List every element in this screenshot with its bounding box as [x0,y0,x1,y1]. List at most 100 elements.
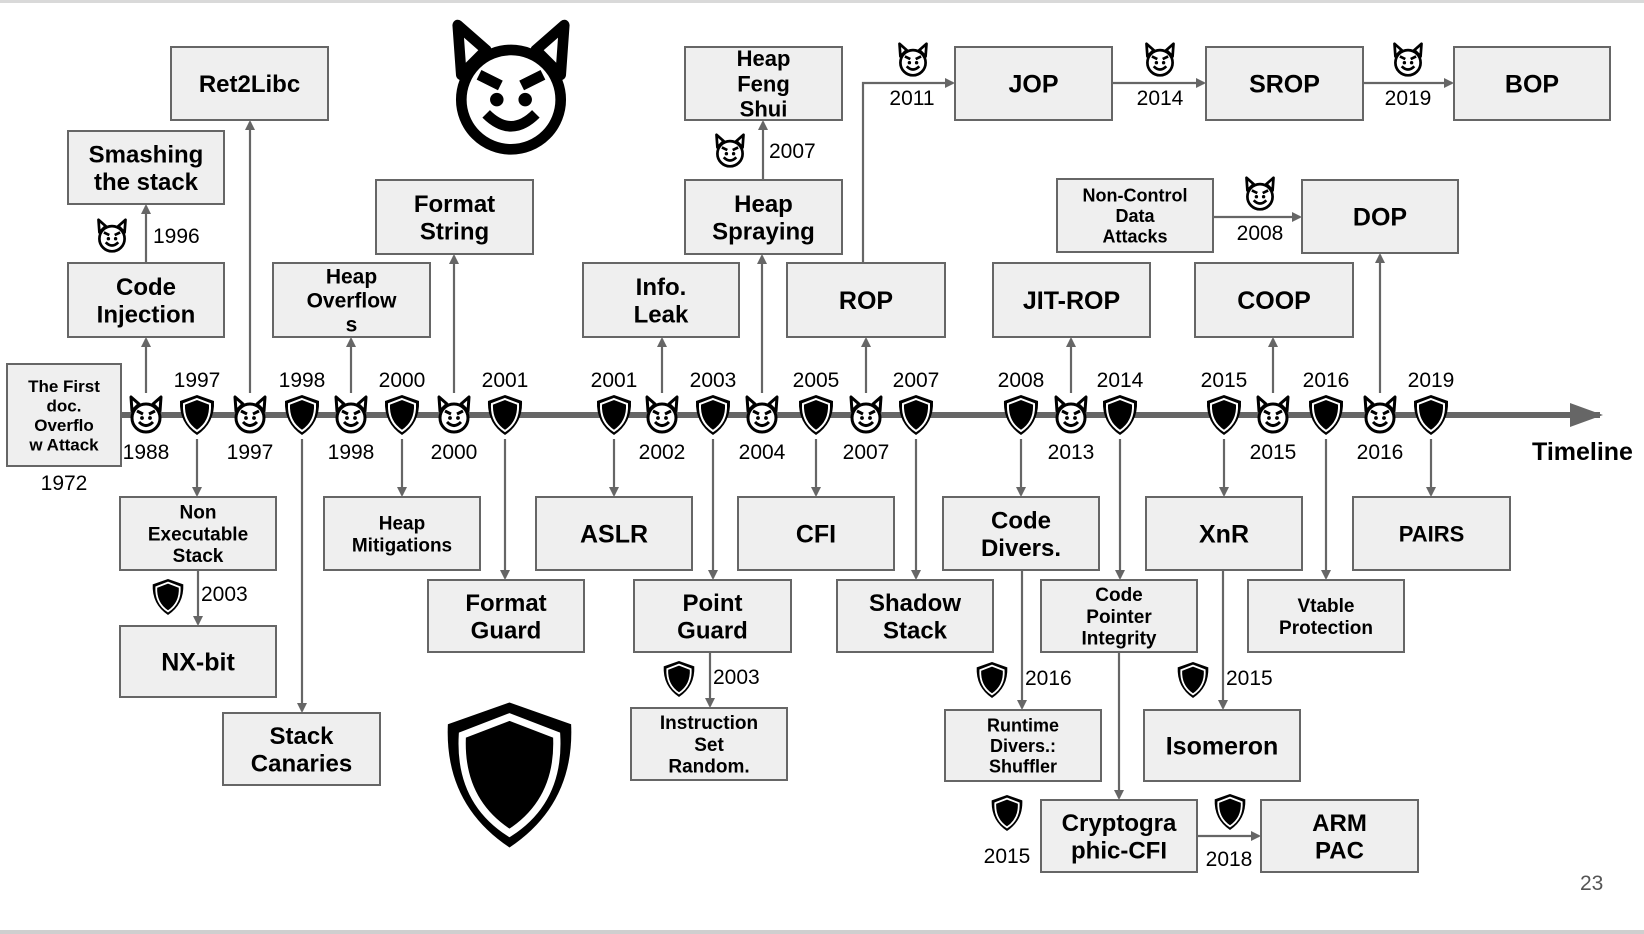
year-label: 2005 [793,369,840,392]
year-label: 2014 [1097,369,1144,392]
shield-icon [797,394,835,436]
devil-face-icon [715,133,745,168]
year-label: 2015 [1250,441,1297,464]
box-frame [1040,799,1198,873]
box-pairs: PAIRS [1352,496,1511,571]
box-label-line: doc. [47,396,82,415]
shield-icon [1412,394,1450,436]
box-label-line: JOP [1008,71,1058,99]
box-label-line: COOP [1237,287,1311,315]
year-label: 2019 [1408,369,1455,392]
box-label-line: Instruction [660,713,758,734]
box-label-line: w Attack [28,435,99,454]
shield-icon [975,661,1009,699]
box-frame [944,709,1102,782]
year-label: 2003 [201,583,248,606]
devil-face-icon [849,395,883,434]
year-label: 2011 [889,87,934,110]
year-label: 1998 [328,441,375,464]
box-frame [375,179,534,255]
box-frame [1453,46,1611,121]
first-doc-year: 1972 [41,472,88,495]
year-label: 2013 [1048,441,1095,464]
year-label: 2008 [998,369,1045,392]
year-label: 2015 [1226,667,1273,690]
devil-face-icon [1393,42,1423,77]
box-label-line: Shuffler [989,757,1057,777]
large-devil-face-icon [458,25,565,149]
shield-icon [1002,394,1040,436]
shield-icon [486,394,524,436]
box-frame [6,363,122,467]
year-label: 2000 [431,441,478,464]
box-label-line: Canaries [251,750,352,777]
box-frame [1143,709,1301,782]
box-frame [1145,496,1303,571]
shield-icon [1176,661,1210,699]
box-label-line: Integrity [1082,629,1157,650]
year-label: 2001 [591,369,638,392]
page-number: 23 [1580,872,1604,895]
box-label-line: the stack [94,169,199,196]
shield-icon [1213,793,1247,831]
box-label-line: Info. [636,274,687,301]
slide-bottom-border [0,930,1644,934]
box-label-line: Code [991,507,1051,534]
box-label-line: NX-bit [161,649,235,677]
year-label: 2007 [893,369,940,392]
box-nx-bit: NX-bit [119,625,277,698]
devil-face-icon [745,395,779,434]
year-label: 2016 [1025,667,1072,690]
shield-icon [283,394,321,436]
box-label-line: Format [465,590,546,617]
devil-face-icon [97,218,127,253]
box-label-line: Attacks [1102,227,1167,247]
timeline-arrowhead [1570,403,1603,427]
box-frame [323,496,481,571]
box-cfi: CFI [737,496,895,571]
year-label: 2003 [690,369,737,392]
devil-face-icon [1245,176,1275,211]
box-label-line: SROP [1249,71,1320,99]
shield-icon [1101,394,1139,436]
devil-face-icon [1363,395,1397,434]
devil-face-icon [898,42,928,77]
box-label-line: Vtable [1297,596,1354,617]
box-dop: DOP [1301,179,1459,254]
box-jop: JOP [954,46,1113,121]
box-frame [684,46,843,121]
year-label: 1988 [123,441,170,464]
box-label-line: Random. [668,757,749,778]
box-frame [836,579,994,653]
box-label-line: PAIRS [1399,521,1465,546]
box-xnr: XnR [1145,496,1303,571]
box-label-line: Format [414,191,495,218]
box-label-line: Cryptogra [1062,810,1177,837]
year-label: 2014 [1137,87,1184,110]
box-label-line: Leak [634,301,689,328]
box-frame [272,262,431,338]
box-frame [786,262,946,338]
box-frame [67,130,225,205]
box-label-line: Pointer [1086,607,1152,628]
shield-icon [595,394,633,436]
box-frame [535,496,693,571]
year-label: 2008 [1237,222,1284,245]
box-frame [222,712,381,786]
year-label: 1998 [279,369,326,392]
